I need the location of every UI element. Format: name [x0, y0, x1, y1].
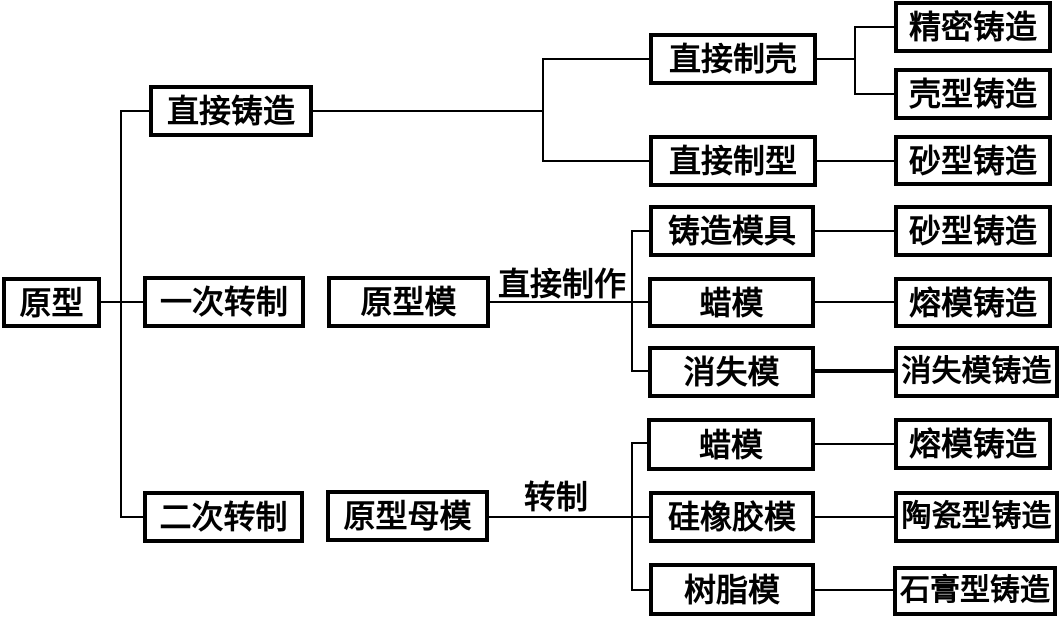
edge-branch1-to-direct-shell [542, 58, 650, 60]
edge-group2-to-lost-foam-mold [631, 370, 649, 372]
node-shell-casting: 壳型铸造 [894, 68, 1052, 120]
node-wax-mold-1: 蜡模 [648, 277, 815, 328]
node-direct-shell: 直接制壳 [649, 33, 817, 85]
node-investment-casting-1: 熔模铸造 [894, 277, 1052, 328]
node-first-conversion: 一次转制 [143, 276, 305, 328]
edge-branch2-to-precision-casting [854, 26, 895, 28]
edge-direct-shell-out [816, 58, 856, 60]
node-prototype-mold: 原型模 [327, 276, 490, 328]
node-prototype-master-mold: 原型母模 [326, 490, 489, 542]
node-sand-casting-2: 砂型铸造 [894, 205, 1052, 257]
node-second-conversion: 二次转制 [143, 491, 304, 543]
edge-wax-mold1-to-investment-casting [814, 301, 895, 303]
node-plaster-mold-casting: 石膏型铸造 [893, 566, 1057, 616]
node-wax-mold-2: 蜡模 [647, 418, 815, 471]
node-prototype: 原型 [2, 277, 101, 328]
node-lost-foam-casting: 消失模铸造 [894, 346, 1059, 398]
edge-direct-mold-to-sand-casting [816, 160, 895, 162]
node-casting-mold: 铸造模具 [649, 205, 815, 257]
edge-trunk-to-direct-casting [120, 110, 150, 112]
edge-direct-casting-out [312, 110, 544, 112]
node-investment-casting-2: 熔模铸造 [894, 418, 1052, 470]
edge-group2-to-casting-mold [631, 230, 650, 232]
node-direct-casting: 直接铸造 [149, 85, 313, 137]
node-resin-mold: 树脂模 [649, 563, 815, 616]
node-sand-casting-1: 砂型铸造 [894, 135, 1052, 186]
edge-branch1-trunk [542, 58, 544, 162]
edge-group3-to-wax-mold2 [631, 442, 648, 444]
edge-silicone-to-ceramic-casting [814, 516, 895, 518]
node-direct-mold: 直接制型 [649, 135, 817, 187]
edge-lost-foam-to-lost-foam-casting [813, 369, 896, 373]
edge-label-direct-making: 直接制作 [498, 265, 627, 303]
node-lost-foam-mold: 消失模 [648, 346, 815, 398]
edge-group2-trunk [631, 230, 633, 372]
edge-trunk-to-second-conversion [120, 516, 144, 518]
edge-prototype-out [100, 301, 122, 303]
edge-resin-to-plaster-casting [814, 589, 894, 591]
node-ceramic-mold-casting: 陶瓷型铸造 [894, 491, 1059, 543]
edge-branch1-to-direct-mold [542, 160, 650, 162]
edge-wax-mold2-to-investment-casting [814, 443, 895, 445]
edge-prototype-master-out [488, 516, 650, 518]
edge-casting-mold-to-sand-casting [814, 230, 895, 232]
edge-group3-to-resin-mold [631, 589, 650, 591]
edge-branch2-to-shell-casting [854, 93, 895, 95]
edge-branch2-trunk [854, 26, 856, 95]
node-precision-casting: 精密铸造 [894, 1, 1052, 53]
edge-group3-trunk [631, 442, 633, 591]
edge-trunk-to-first-conversion [120, 301, 144, 303]
edge-prototype-mold-out [489, 301, 649, 303]
edge-main-trunk [120, 110, 122, 518]
edge-label-conversion: 转制 [524, 478, 589, 516]
node-silicone-rubber-mold: 硅橡胶模 [649, 491, 815, 543]
